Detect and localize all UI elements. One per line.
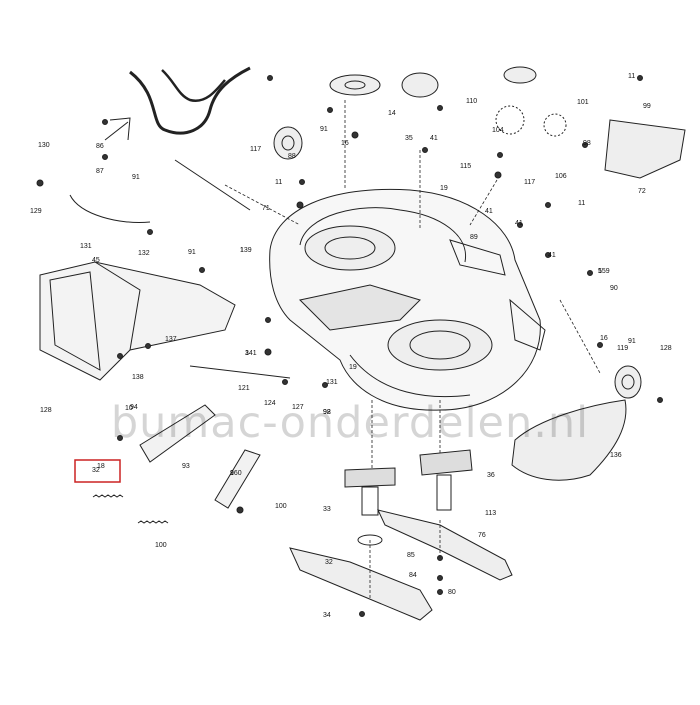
- callout-labels: 1359101114161819323334353641457172768084…: [30, 73, 672, 619]
- callout-41: 41: [515, 220, 523, 227]
- callout-117: 117: [524, 179, 535, 186]
- spring-32: [92, 494, 124, 498]
- callout-35: 35: [405, 135, 413, 142]
- callout-10: 10: [125, 405, 133, 412]
- callout-101: 101: [577, 99, 589, 106]
- callout-76: 76: [478, 532, 486, 539]
- callout-124: 124: [264, 400, 276, 407]
- callout-121: 121: [238, 385, 250, 392]
- highlight-box-32: [74, 459, 121, 483]
- callout-132: 132: [138, 250, 150, 257]
- callout-139: 139: [240, 247, 252, 254]
- bracket-99: [139, 404, 216, 463]
- callout-138: 138: [132, 374, 144, 381]
- callout-136: 136: [610, 452, 622, 459]
- callout-1: 1: [240, 247, 244, 254]
- callout-72: 72: [638, 188, 646, 195]
- gauge-wheel-left: [273, 126, 303, 160]
- callout-5: 5: [598, 268, 602, 275]
- spindle-assemblies: [344, 449, 473, 546]
- callout-16: 16: [341, 140, 349, 147]
- callout-90: 90: [610, 285, 618, 292]
- callout-89: 89: [470, 234, 478, 241]
- callout-137: 137: [165, 336, 177, 343]
- callout-106: 106: [555, 173, 567, 180]
- mulch-plate: [511, 399, 627, 481]
- callout-33: 33: [323, 506, 331, 513]
- callout-130: 130: [38, 142, 50, 149]
- callout-100: 100: [155, 542, 167, 549]
- callout-41: 41: [485, 208, 493, 215]
- callout-128: 128: [40, 407, 52, 414]
- callout-16: 16: [600, 335, 608, 342]
- callout-91: 91: [132, 174, 140, 181]
- callout-110: 110: [466, 98, 477, 105]
- mower-deck: [269, 188, 546, 411]
- callout-11: 11: [275, 179, 282, 186]
- callout-34: 34: [323, 612, 331, 619]
- callout-100: 100: [275, 503, 287, 510]
- callout-41: 41: [430, 135, 438, 142]
- callout-94: 94: [130, 404, 138, 411]
- callout-87: 87: [96, 168, 104, 175]
- callout-128: 128: [660, 345, 672, 352]
- callout-117: 117: [250, 146, 261, 153]
- callout-113: 113: [485, 510, 496, 517]
- callout-14: 14: [388, 110, 396, 117]
- callout-41: 41: [548, 252, 556, 259]
- callout-45: 45: [92, 257, 100, 264]
- belt-guard: [604, 119, 686, 179]
- callout-160: 160: [230, 470, 242, 477]
- callout-99: 99: [643, 103, 651, 110]
- pulleys: [329, 66, 567, 137]
- callout-119: 119: [617, 345, 628, 352]
- callout-98: 98: [583, 140, 591, 147]
- arm-9: [214, 449, 261, 509]
- callout-129: 129: [30, 208, 42, 215]
- blade-85: [377, 509, 513, 581]
- callout-98: 98: [323, 409, 331, 416]
- drive-belt: [129, 66, 251, 135]
- highlight-label: 32: [92, 467, 100, 474]
- spring-106: [137, 520, 169, 524]
- callout-91: 91: [188, 249, 196, 256]
- callout-9: 9: [230, 470, 234, 477]
- hardware-bolts: [36, 75, 663, 617]
- blade-35: [289, 547, 433, 621]
- callout-141: 141: [245, 350, 257, 357]
- callout-93: 93: [182, 463, 190, 470]
- callout-86: 86: [96, 143, 104, 150]
- callout-11: 11: [578, 200, 585, 207]
- callout-131: 131: [80, 243, 92, 250]
- callout-127: 127: [292, 404, 304, 411]
- callout-18: 18: [97, 463, 105, 470]
- callout-19: 19: [440, 185, 448, 192]
- callout-88: 88: [288, 153, 296, 160]
- callout-91: 91: [628, 338, 636, 345]
- callout-3: 3: [245, 350, 249, 357]
- callout-80: 80: [448, 589, 456, 596]
- callout-19: 19: [349, 364, 357, 371]
- callout-115: 115: [460, 163, 471, 170]
- callout-159: 159: [598, 268, 610, 275]
- callout-85: 85: [407, 552, 415, 559]
- discharge-chute: [39, 261, 236, 381]
- callout-91: 91: [320, 126, 328, 133]
- callout-71: 71: [262, 205, 270, 212]
- callout-131: 131: [326, 379, 338, 386]
- gauge-wheel-right: [614, 365, 642, 399]
- callout-11: 11: [628, 73, 635, 80]
- callout-92: 92: [323, 409, 331, 416]
- callout-32: 32: [325, 559, 333, 566]
- callout-84: 84: [409, 572, 417, 579]
- callout-36: 36: [487, 472, 495, 479]
- callout-104: 104: [492, 127, 504, 134]
